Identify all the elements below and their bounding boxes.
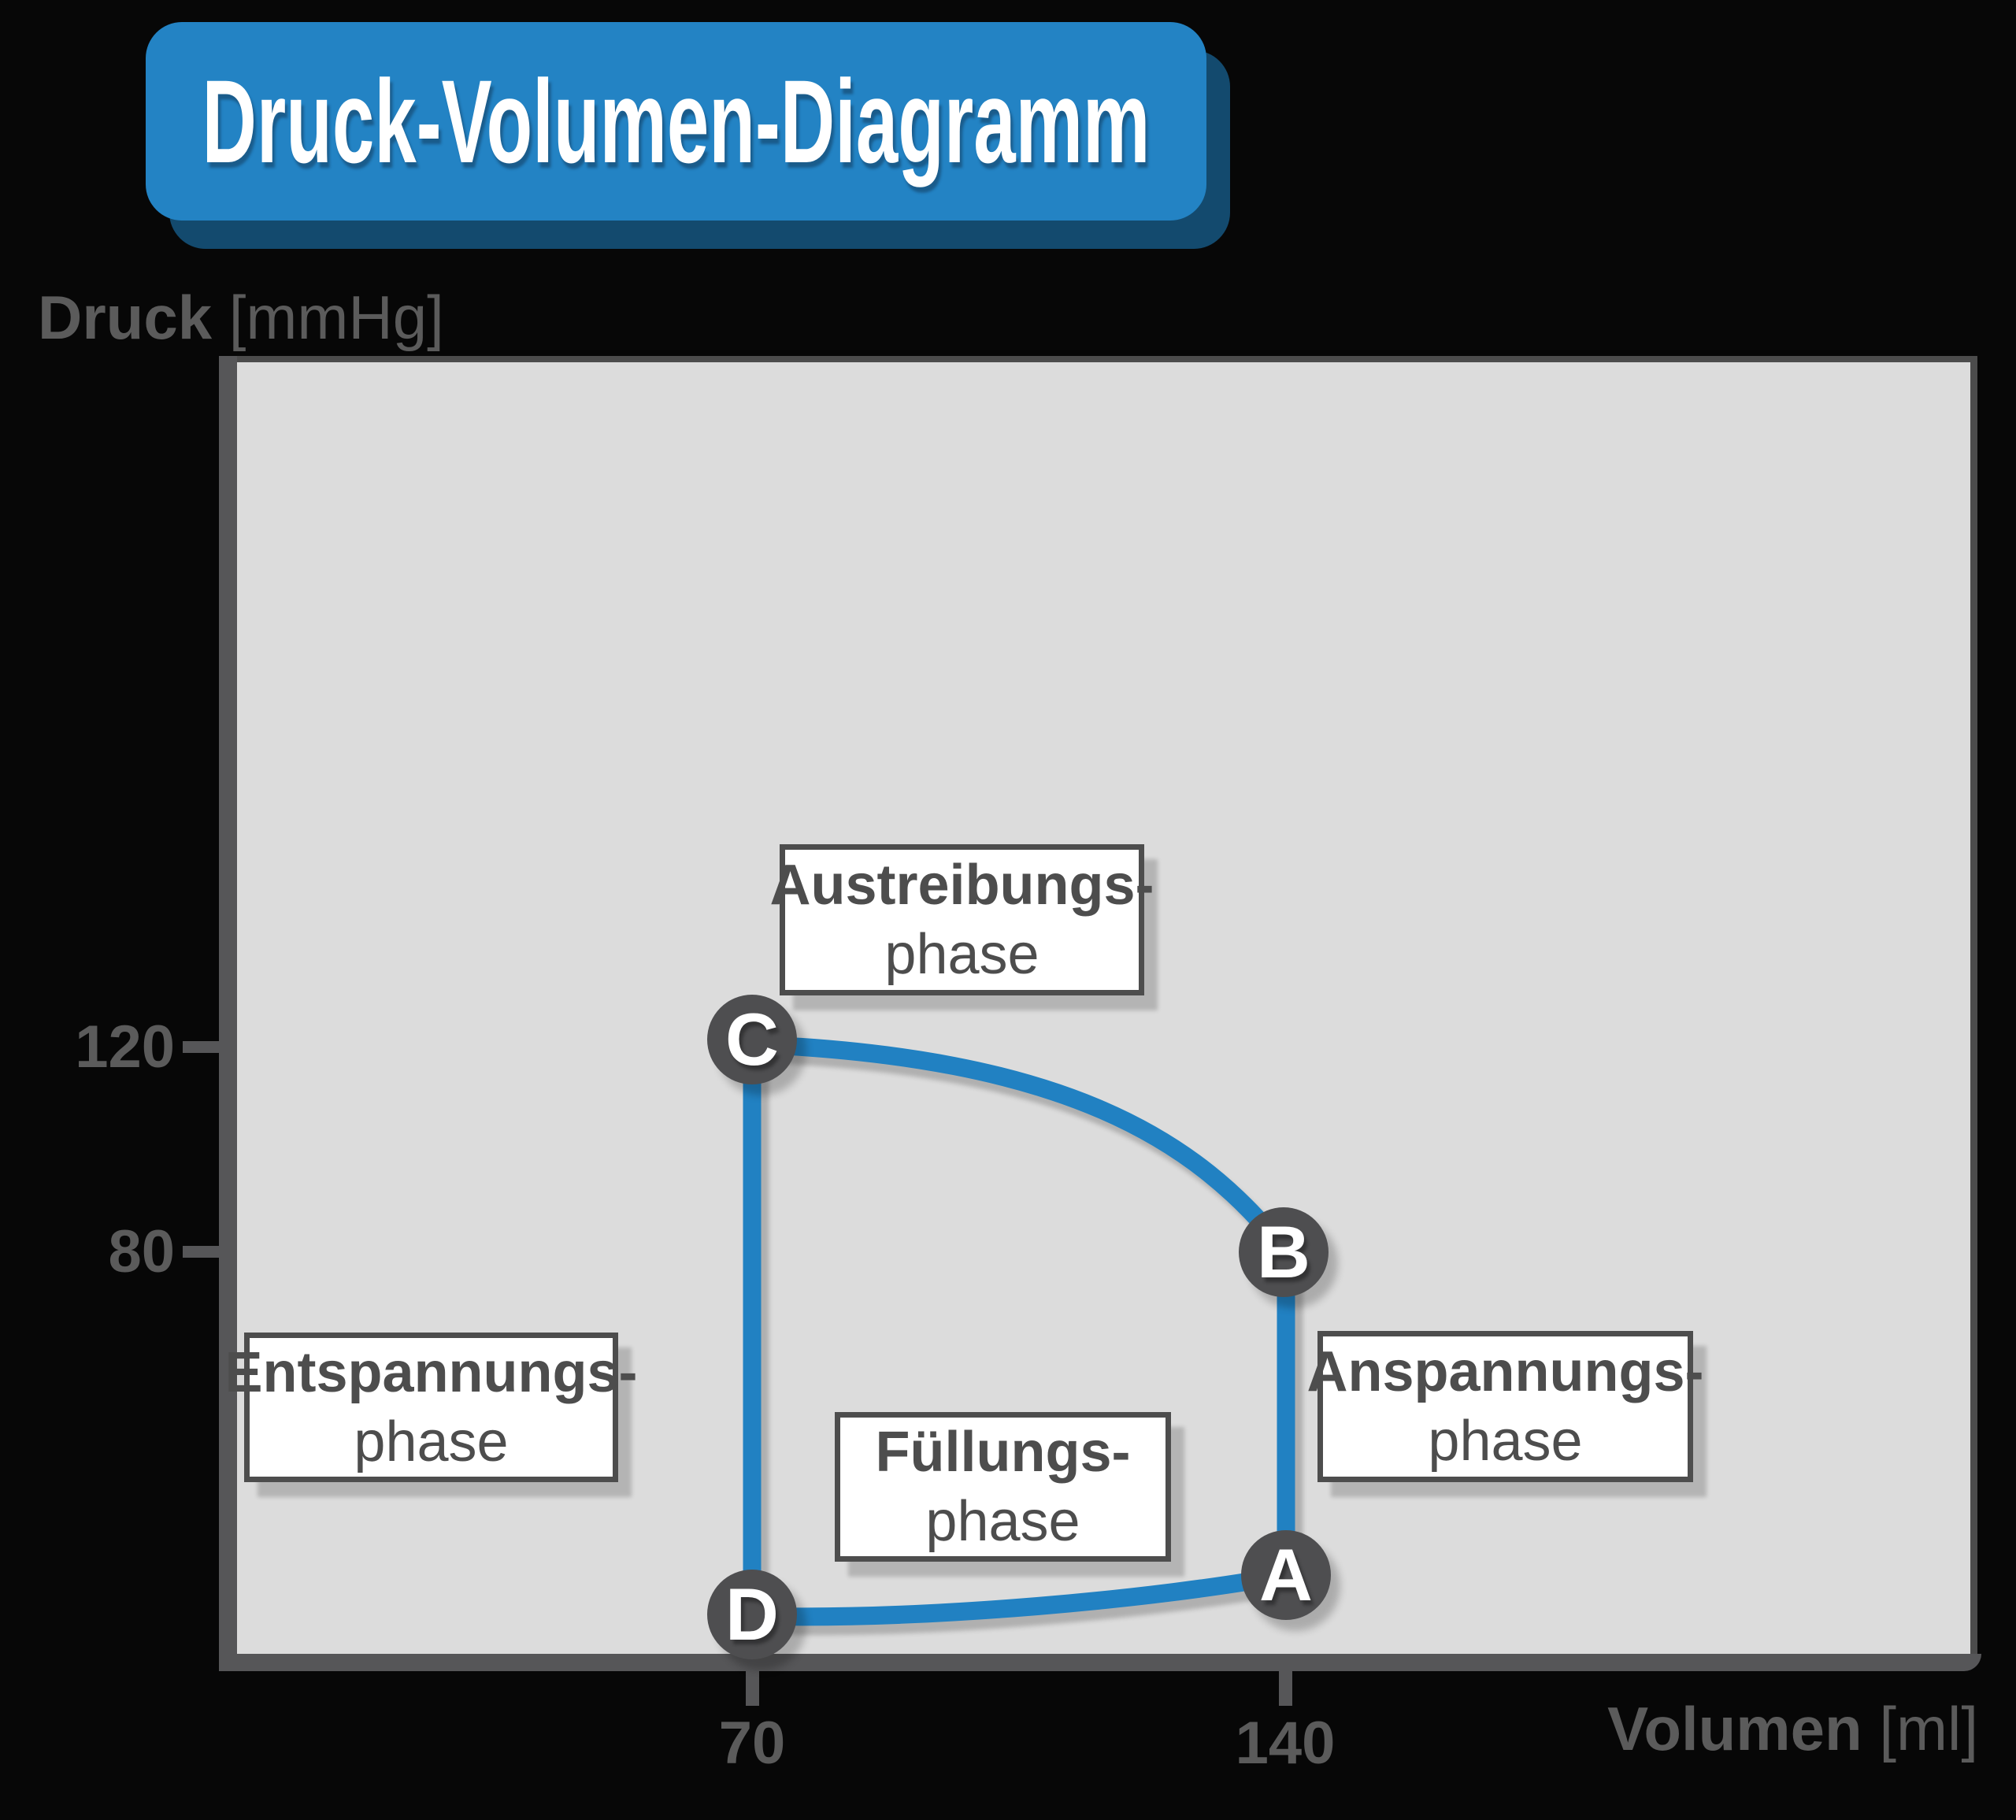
phase-box-contraction: Anspannungs- phase xyxy=(1307,1331,1703,1482)
y-tick-mark-120 xyxy=(183,1041,220,1053)
phase-relaxation-line2: phase xyxy=(354,1410,509,1473)
x-tick-label-140: 140 xyxy=(1235,1710,1336,1777)
phase-ejection-line1: Austreibungs- xyxy=(769,854,1154,917)
phase-box-relaxation: Entspannungs- phase xyxy=(225,1333,637,1482)
y-tick-mark-80 xyxy=(183,1246,220,1258)
x-tick-mark-70 xyxy=(746,1671,759,1706)
y-tick-label-120: 120 xyxy=(75,1014,175,1081)
y-axis-label-name: Druck xyxy=(38,283,213,352)
pv-loop-path xyxy=(743,1035,1295,1626)
phase-box-ejection: Austreibungs- phase xyxy=(770,844,1154,995)
y-axis-label-unit: [mmHg] xyxy=(228,283,444,352)
phase-filling-line1: Füllungs- xyxy=(875,1421,1131,1484)
point-marker-c: C xyxy=(707,995,797,1084)
point-marker-a: A xyxy=(1241,1530,1331,1620)
plot-border-right xyxy=(1970,356,1977,1654)
point-marker-d: D xyxy=(707,1570,797,1659)
x-axis-label-name: Volumen xyxy=(1607,1694,1862,1763)
phase-relaxation-line1: Entspannungs- xyxy=(224,1341,638,1404)
phase-ejection-line2: phase xyxy=(884,923,1040,986)
y-tick-label-80: 80 xyxy=(108,1218,175,1285)
page-title: Druck-Volumen-Diagramm xyxy=(202,54,1151,187)
plot-border-top xyxy=(236,356,1977,362)
x-axis-label: Volumen [ml] xyxy=(1496,1693,1978,1765)
x-tick-label-70: 70 xyxy=(718,1710,786,1777)
phase-contraction-line1: Anspannungs- xyxy=(1306,1340,1704,1403)
phase-filling-line2: phase xyxy=(925,1490,1080,1553)
x-tick-mark-140 xyxy=(1279,1671,1292,1706)
x-axis-line xyxy=(219,1654,1981,1671)
point-marker-b: B xyxy=(1239,1207,1329,1297)
y-axis-line xyxy=(219,356,237,1671)
x-axis-label-unit: [ml] xyxy=(1879,1694,1978,1763)
pv-loop-curve xyxy=(743,1035,1295,1626)
phase-box-filling: Füllungs- phase xyxy=(835,1412,1171,1562)
y-axis-label: Druck [mmHg] xyxy=(38,282,444,354)
title-banner: Druck-Volumen-Diagramm xyxy=(146,22,1206,221)
phase-contraction-line2: phase xyxy=(1428,1410,1583,1473)
